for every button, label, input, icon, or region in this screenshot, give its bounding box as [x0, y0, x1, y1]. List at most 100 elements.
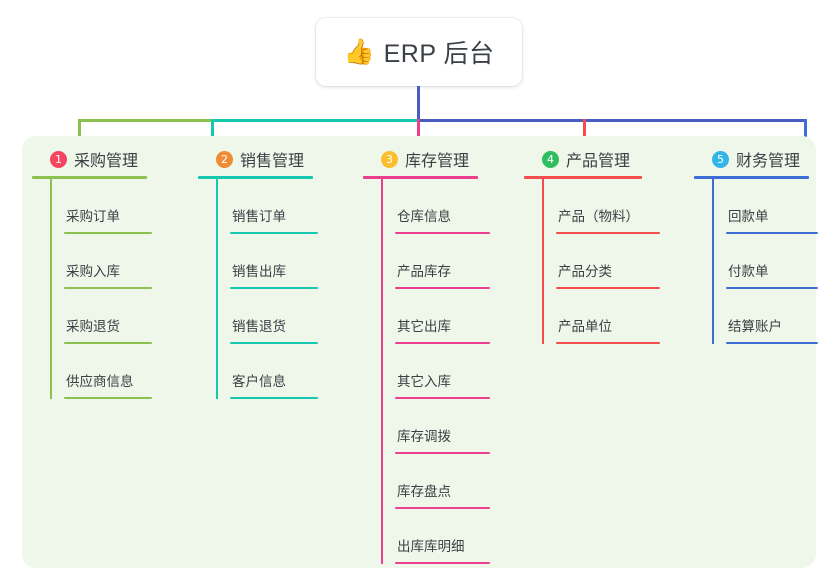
- leaf-item-label: 产品单位: [558, 319, 612, 334]
- leaf-item-rule: [230, 397, 318, 399]
- leaf-item-label: 结算账户: [728, 319, 782, 334]
- leaf-item[interactable]: 产品（物料）: [524, 179, 660, 234]
- leaf-item-rule: [395, 562, 490, 564]
- leaf-item-rule: [726, 232, 818, 234]
- leaf-item[interactable]: 付款单: [694, 234, 818, 289]
- column-1: 1 采购管理采购订单采购入库采购退货供应商信息: [32, 148, 152, 399]
- leaf-item-label: 产品（物料）: [558, 209, 639, 224]
- connector-drop-4: [583, 119, 586, 148]
- leaf-item-rule: [556, 232, 660, 234]
- column-title-2: 销售管理: [240, 153, 305, 170]
- leaf-item-rule: [230, 232, 318, 234]
- column-rule-5: [694, 176, 809, 179]
- leaf-item-label: 采购订单: [66, 209, 120, 224]
- leaf-item-rule: [395, 342, 490, 344]
- leaf-item[interactable]: 库存盘点: [363, 454, 490, 509]
- leaf-item[interactable]: 供应商信息: [32, 344, 152, 399]
- leaf-item-rule: [556, 287, 660, 289]
- column-badge-2: 2: [216, 150, 233, 168]
- leaf-item-rule: [395, 507, 490, 509]
- leaf-item-rule: [395, 287, 490, 289]
- leaf-item[interactable]: 销售出库: [198, 234, 318, 289]
- leaf-item[interactable]: 产品分类: [524, 234, 660, 289]
- leaf-item-rule: [64, 287, 152, 289]
- column-badge-4: 4: [542, 150, 559, 168]
- leaf-item[interactable]: 结算账户: [694, 289, 818, 344]
- column-title-4: 产品管理: [566, 153, 631, 170]
- connector-drop-2: [211, 119, 214, 148]
- leaf-item[interactable]: 仓库信息: [363, 179, 490, 234]
- leaf-item-label: 采购退货: [66, 319, 120, 334]
- column-rule-1: [32, 176, 147, 179]
- branch-trunk-3: [381, 179, 383, 564]
- branch-5: 回款单付款单结算账户: [694, 179, 818, 344]
- thumbs-up-icon: 👍: [343, 37, 375, 66]
- leaf-item-rule: [556, 342, 660, 344]
- column-2: 2 销售管理销售订单销售出库销售退货客户信息: [198, 148, 318, 399]
- leaf-item-rule: [726, 287, 818, 289]
- leaf-item[interactable]: 产品单位: [524, 289, 660, 344]
- connector-bus-right: [417, 119, 807, 122]
- branch-trunk-5: [712, 179, 714, 344]
- leaf-item-rule: [64, 232, 152, 234]
- leaf-item-label: 其它入库: [397, 374, 451, 389]
- leaf-item[interactable]: 采购入库: [32, 234, 152, 289]
- column-rule-3: [363, 176, 478, 179]
- leaf-item[interactable]: 销售订单: [198, 179, 318, 234]
- root-node[interactable]: 👍 ERP 后台: [316, 18, 522, 86]
- column-4: 4 产品管理产品（物料） 产品分类产品单位: [524, 148, 660, 344]
- leaf-item-label: 供应商信息: [66, 374, 134, 389]
- leaf-item-rule: [395, 232, 490, 234]
- connector-drop-3: [417, 119, 420, 148]
- leaf-item[interactable]: 出库库明细: [363, 509, 490, 564]
- leaf-item[interactable]: 其它入库: [363, 344, 490, 399]
- column-badge-1: 1: [50, 150, 67, 168]
- connector-drop-1: [78, 119, 81, 148]
- leaf-item-label: 销售退货: [232, 319, 286, 334]
- branch-trunk-1: [50, 179, 52, 399]
- leaf-item-label: 库存盘点: [397, 484, 451, 499]
- leaf-item[interactable]: 客户信息: [198, 344, 318, 399]
- leaf-item-label: 回款单: [728, 209, 769, 224]
- leaf-item-label: 销售订单: [232, 209, 286, 224]
- branch-1: 采购订单采购入库采购退货供应商信息: [32, 179, 152, 399]
- branch-4: 产品（物料） 产品分类产品单位: [524, 179, 660, 344]
- leaf-item[interactable]: 库存调拨: [363, 399, 490, 454]
- connector-bus-mid: [211, 119, 419, 122]
- leaf-item[interactable]: 其它出库: [363, 289, 490, 344]
- leaf-item-label: 采购入库: [66, 264, 120, 279]
- column-badge-3: 3: [381, 150, 398, 168]
- column-rule-2: [198, 176, 313, 179]
- column-badge-5: 5: [712, 150, 729, 168]
- leaf-item-label: 库存调拨: [397, 429, 451, 444]
- leaf-item[interactable]: 产品库存: [363, 234, 490, 289]
- connector-root-stem: [417, 86, 420, 136]
- leaf-item-label: 其它出库: [397, 319, 451, 334]
- column-header-1[interactable]: 1 采购管理: [32, 148, 152, 170]
- leaf-item-rule: [230, 287, 318, 289]
- leaf-item-label: 客户信息: [232, 374, 286, 389]
- connector-drop-5: [804, 119, 807, 148]
- leaf-item-rule: [230, 342, 318, 344]
- connector-bus-left: [78, 119, 213, 122]
- leaf-item[interactable]: 销售退货: [198, 289, 318, 344]
- column-title-1: 采购管理: [74, 153, 139, 170]
- leaf-item[interactable]: 采购退货: [32, 289, 152, 344]
- leaf-item[interactable]: 采购订单: [32, 179, 152, 234]
- column-header-2[interactable]: 2 销售管理: [198, 148, 318, 170]
- branch-3: 仓库信息产品库存其它出库其它入库库存调拨库存盘点出库库明细: [363, 179, 490, 564]
- branch-2: 销售订单销售出库销售退货客户信息: [198, 179, 318, 399]
- root-node-label: ERP 后台: [383, 40, 495, 68]
- leaf-item-label: 销售出库: [232, 264, 286, 279]
- diagram-panel: [22, 136, 816, 568]
- branch-trunk-4: [542, 179, 544, 344]
- leaf-item-rule: [726, 342, 818, 344]
- leaf-item[interactable]: 回款单: [694, 179, 818, 234]
- column-header-4[interactable]: 4 产品管理: [524, 148, 660, 170]
- leaf-item-rule: [395, 452, 490, 454]
